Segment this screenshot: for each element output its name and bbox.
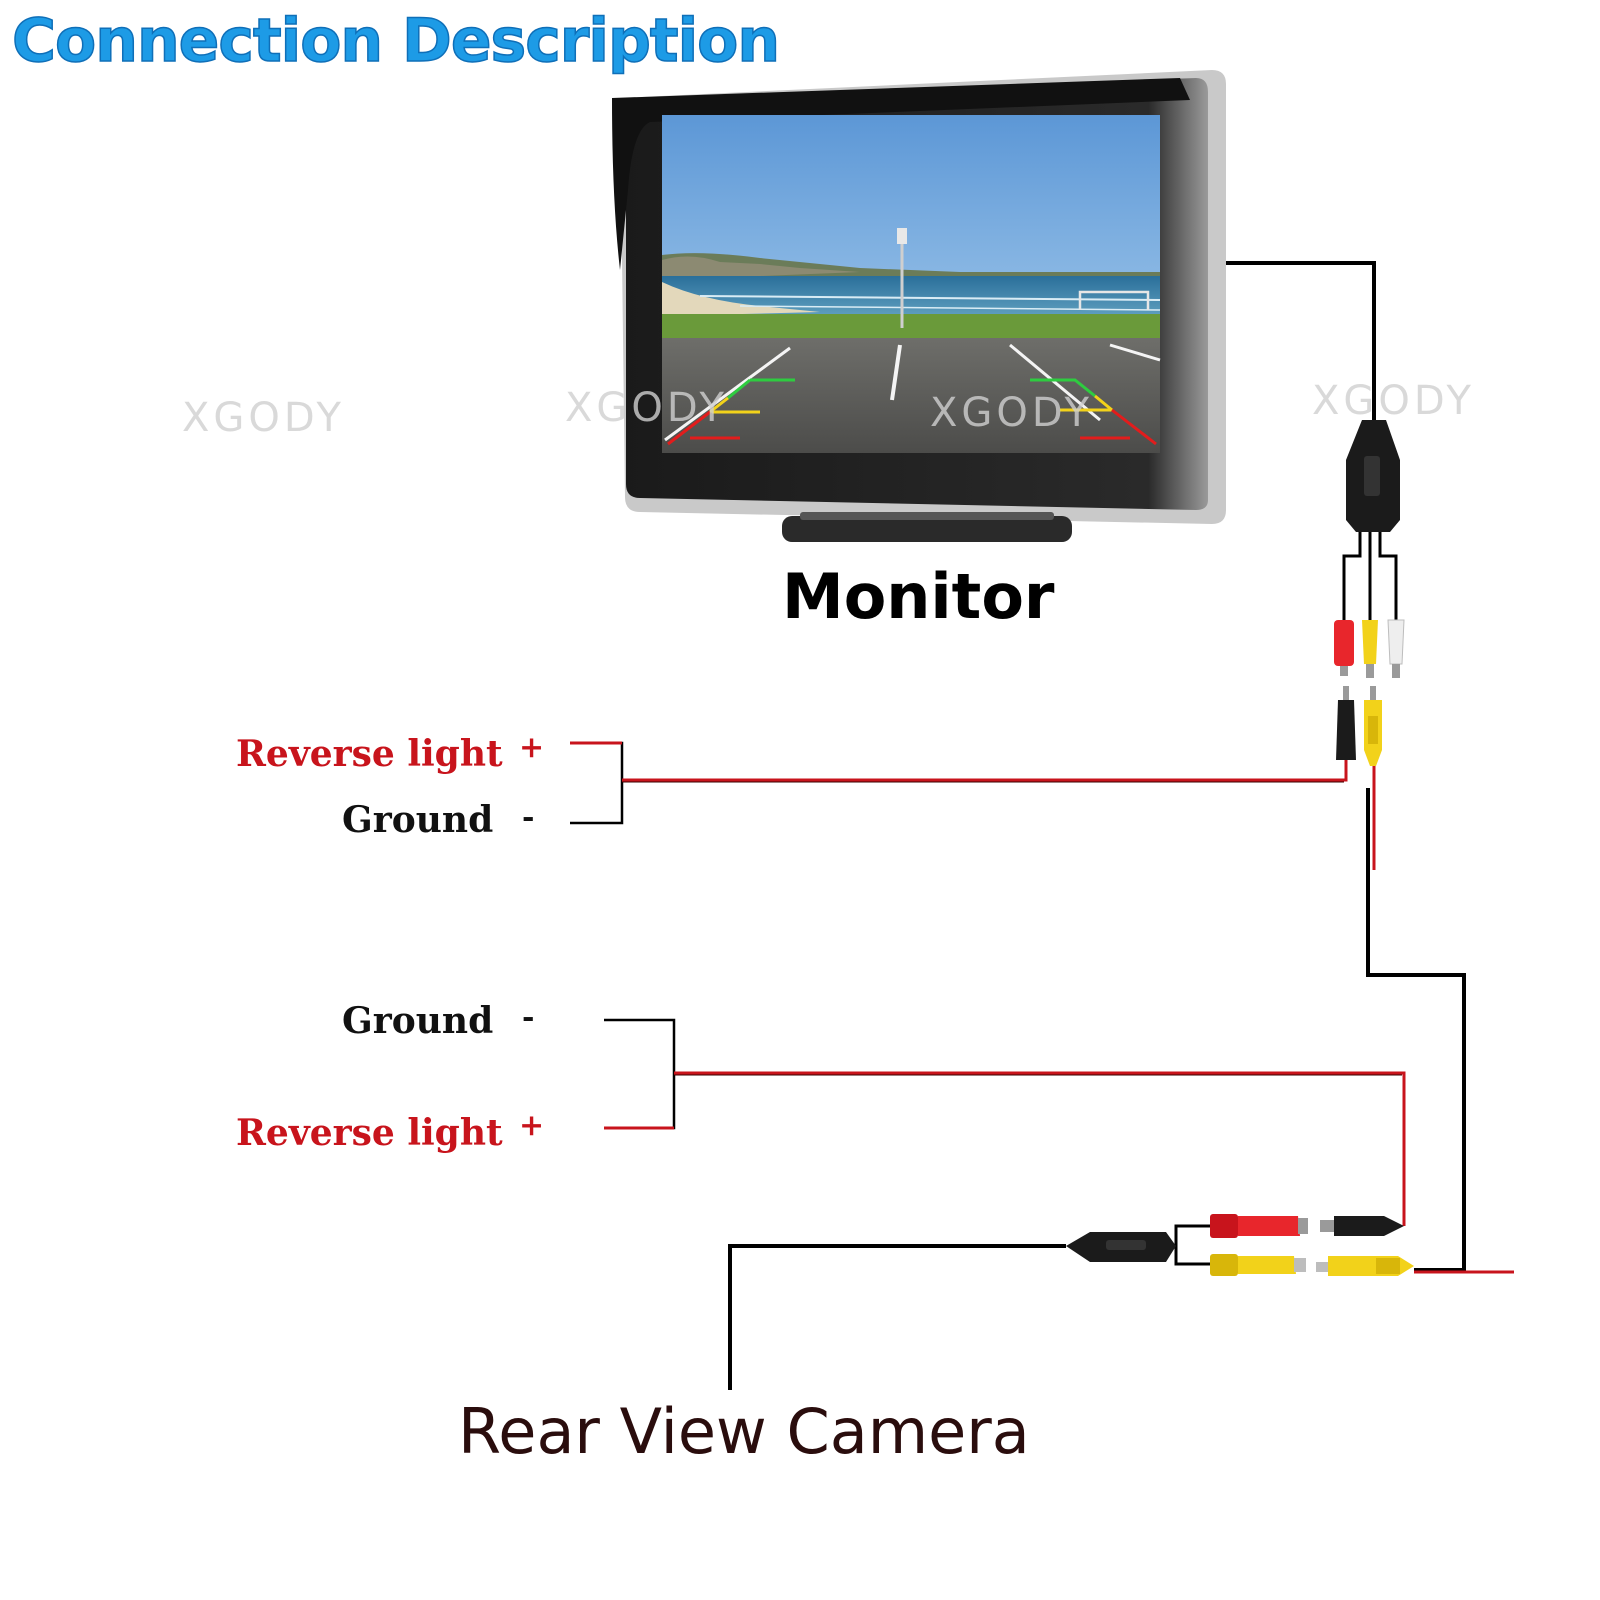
ground-label-camera: Ground <box>342 1000 494 1042</box>
dc-plug-monitor <box>1336 686 1356 760</box>
camera-power-bracket <box>604 1018 676 1130</box>
monitor-label: Monitor <box>782 560 1055 633</box>
camera-splitter <box>1066 1232 1176 1262</box>
monitor-power-wire <box>622 758 1348 782</box>
rca-plug-yellow-extension <box>1364 686 1382 766</box>
watermark: XGODY <box>565 385 728 431</box>
rear-view-camera-label: Rear View Camera <box>458 1395 1030 1468</box>
watermark: XGODY <box>930 390 1093 436</box>
camera-rca-plug-yellow <box>1316 1256 1414 1276</box>
branch-white <box>1378 532 1398 620</box>
branch-red <box>1342 532 1362 620</box>
video-extension-cable <box>1366 788 1466 1272</box>
power-wires <box>570 741 1514 1274</box>
monitor-splitter <box>1346 420 1400 532</box>
camera-branch-video <box>1174 1256 1210 1266</box>
watermark: XGODY <box>182 395 345 441</box>
monitor-cable <box>1226 261 1376 420</box>
reverse-light-label-camera: Reverse light <box>236 1112 503 1154</box>
camera-cable <box>728 1244 1066 1390</box>
sun-visor <box>612 78 1190 270</box>
monitor-screen <box>662 115 1161 453</box>
reverse-light-label-monitor: Reverse light <box>236 733 503 775</box>
monitor-stand <box>782 516 1072 542</box>
ground-label-monitor: Ground <box>342 799 494 841</box>
monitor-power-bracket <box>570 741 624 825</box>
watermark: XGODY <box>1312 378 1475 424</box>
wire-shadow <box>622 781 1402 1076</box>
camera-rca-socket-yellow <box>1210 1254 1306 1276</box>
negative-sign: - <box>522 800 535 835</box>
camera-dc-socket-red <box>1210 1214 1308 1238</box>
camera-dc-plug <box>1320 1216 1404 1236</box>
positive-sign: + <box>519 730 545 765</box>
rca-plug-yellow <box>1362 620 1378 678</box>
rca-plug-red <box>1334 620 1354 676</box>
camera-branch-power <box>1174 1224 1210 1256</box>
camera-power-wire <box>674 1071 1406 1226</box>
page-title: Connection Description <box>11 5 781 77</box>
monitor <box>612 70 1226 542</box>
negative-sign: - <box>522 1000 535 1035</box>
rca-plug-white <box>1387 619 1405 678</box>
positive-sign: + <box>519 1108 545 1143</box>
